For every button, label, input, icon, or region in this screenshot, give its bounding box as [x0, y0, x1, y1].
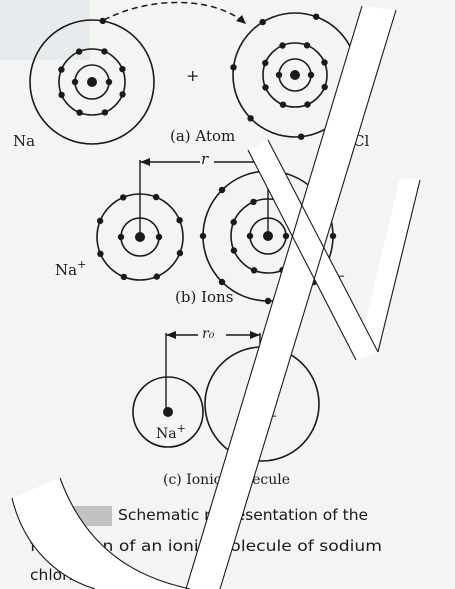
- na-ion-electron-shell2-3: [120, 273, 128, 281]
- cl-ion-electron-shell1-2: [246, 232, 254, 240]
- watermark-w-stroke-1: [248, 140, 378, 360]
- cl-atom-nucleus: [290, 70, 300, 80]
- cl-ion-electron-shell2-4: [230, 247, 238, 254]
- na-ion-label: Na+: [55, 258, 86, 279]
- cl-atom-electron-shell1-2: [275, 71, 283, 79]
- na-ion-electrons: [96, 193, 184, 281]
- cl-ion-electron-shell3-4: [218, 278, 226, 286]
- watermark-w-stroke-2: [356, 178, 420, 360]
- ion-distance-label: r: [201, 150, 209, 168]
- watermark-u-left-stroke: [12, 478, 190, 589]
- cl-ion-electron-shell3-6: [218, 186, 226, 194]
- scan-tint: [0, 0, 90, 60]
- na-atom-electron-shell2-3: [76, 109, 83, 116]
- na-atom-electron-shell2-4: [58, 91, 65, 99]
- na-atom-electron-shell2-2: [101, 109, 109, 116]
- molecule-distance-arrow-left: [166, 331, 176, 339]
- na-atom-electrons: [58, 17, 126, 116]
- na-ion-shell-2: [96, 193, 184, 281]
- cl-ion-electron-shell2-3: [250, 267, 258, 274]
- na-ion-nucleus: [135, 232, 145, 242]
- cl-atom-electron-shell3-7: [259, 18, 266, 26]
- na-atom-electron-shell2-6: [75, 48, 83, 55]
- cl-atom-electron-shell2-7: [303, 42, 311, 49]
- na-ion-electron-shell1-1: [155, 233, 163, 241]
- cl-atom-electron-shell2-4: [262, 84, 269, 91]
- cl-ion-electron-shell2-6: [250, 198, 257, 206]
- na-ion-electron-shell2-1: [176, 249, 184, 257]
- na-atom-electron-shell1-2: [71, 78, 79, 86]
- na-atom-electron-shell2-7: [101, 48, 108, 55]
- cl-atom-electron-shell3-6: [230, 64, 237, 71]
- na-ion-electron-shell2-7: [152, 193, 160, 201]
- cl-atom-electron-shell1-1: [307, 71, 315, 79]
- cl-ion-electron-shell3-3: [264, 297, 272, 305]
- cl-ion-electron-shell2-5: [230, 218, 237, 226]
- atom-plus-sign: +: [186, 66, 199, 85]
- na-atom-electron-shell1-1: [105, 78, 113, 86]
- na-atom-nucleus: [87, 77, 97, 87]
- cl-atom-electron-shell3-5: [247, 115, 254, 122]
- cl-atom-electron-shell2-1: [321, 83, 328, 91]
- na-ion-sphere: [132, 376, 204, 448]
- na-ion-electron-shell2-4: [97, 250, 104, 257]
- na-atom-shell-2: [58, 48, 126, 116]
- cl-ion-electron-shell1-1: [282, 232, 290, 240]
- cl-atom-electron-shell3-1: [313, 13, 320, 20]
- ions-caption: (b) Ions: [175, 288, 233, 306]
- molecule-distance-label: r₀: [202, 326, 215, 342]
- cl-atom-electron-shell3-4: [298, 133, 305, 140]
- cl-atom-electron-shell2-8: [321, 59, 328, 66]
- na-atom-shell-3: [29, 19, 155, 145]
- electron-transfer-arrow: [103, 1, 247, 25]
- cl-atom-electron-shell2-3: [279, 101, 287, 108]
- na-atom-electron-shell2-1: [119, 91, 126, 98]
- watermark-outline: [11, 5, 421, 589]
- cl-atom-shell-2: [262, 42, 328, 108]
- cl-ion-electron-shell3-1: [329, 232, 337, 240]
- cl-ion-nucleus: [263, 231, 273, 241]
- cl-atom-electron-shell2-5: [262, 59, 269, 67]
- na-ion-sphere-nucleus: [163, 407, 173, 417]
- cl-atom-electron-shell2-2: [304, 101, 311, 108]
- na-atom-electron-shell2-5: [58, 66, 65, 73]
- na-ion-electron-shell2-2: [153, 273, 160, 280]
- cl-ion-electron-shell3-5: [199, 232, 207, 240]
- na-ion-electron-shell2-6: [120, 194, 127, 201]
- na-sphere-label: Na+: [156, 422, 186, 442]
- na-atom-label: Na: [13, 132, 35, 150]
- cl-atom-electrons: [230, 13, 357, 140]
- watermark: [12, 6, 420, 589]
- atom-caption: (a) Atom: [170, 127, 235, 145]
- electron-transfer-arrowhead: [236, 15, 246, 24]
- molecule-distance-arrow-right: [250, 331, 260, 339]
- na-ion-electron-shell2-8: [176, 217, 183, 224]
- watermark-u-right-stroke: [186, 6, 396, 589]
- na-ion-electron-shell1-2: [117, 233, 125, 241]
- ion-distance-arrow-left: [140, 158, 150, 166]
- cl-atom-electron-shell2-6: [279, 42, 286, 49]
- na-ion-electron-shell2-5: [96, 217, 104, 225]
- na-atom-electron-shell2-8: [119, 65, 126, 73]
